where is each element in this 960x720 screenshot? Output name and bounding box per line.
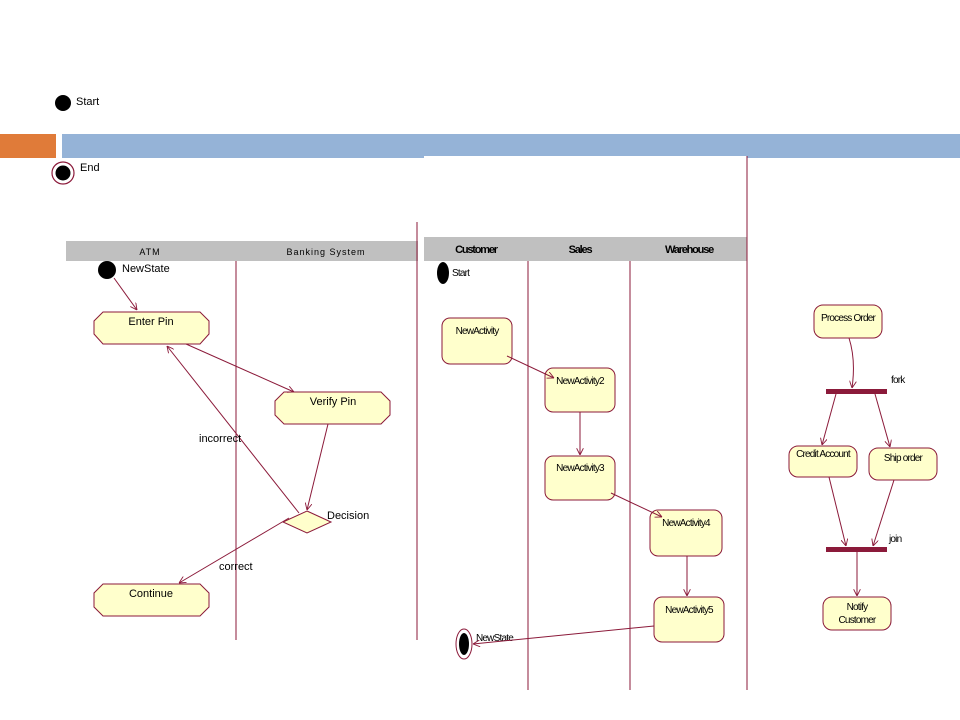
flow-fork-to-ship: [874, 393, 890, 447]
flow-act1-to-act2: [506, 355, 554, 378]
activity-5-node: [653, 596, 725, 643]
activity-4-label: NewActivity4: [662, 518, 711, 529]
sales-start-label: Start: [452, 268, 470, 279]
activity-2-label: NewActivity2: [556, 376, 605, 387]
enter-pin-node: [93, 311, 210, 345]
flow-process-to-fork: [848, 337, 853, 388]
fork-label: fork: [891, 375, 906, 386]
continue-label: Continue: [129, 588, 173, 600]
flow-enter-to-verify: [185, 343, 294, 392]
flow-decision-incorrect: [167, 346, 300, 514]
verify-pin-node: [274, 391, 391, 425]
notify-customer-node: [822, 596, 892, 631]
sales-lane-header: [424, 237, 747, 261]
start-legend-label: Start: [76, 96, 99, 108]
enter-pin-label: Enter Pin: [128, 316, 173, 328]
atm-lane-header: [66, 241, 418, 261]
flow-credit-to-join: [828, 476, 846, 546]
flow-initial-to-enter-pin: [113, 277, 137, 310]
ship-order-label: Ship order: [884, 453, 924, 464]
flow-fork-to-credit: [822, 393, 837, 445]
process-order-node: [813, 304, 883, 339]
activity-1-node: [441, 317, 513, 365]
sales-final-state-inner: [459, 633, 469, 655]
atm-initial-state-label: NewState: [122, 263, 170, 275]
activity-2-node: [544, 367, 616, 413]
fork-bar: [826, 389, 887, 394]
notify-customer-label-2: Customer: [839, 615, 877, 626]
header-bar: [62, 134, 960, 158]
guard-incorrect-label: incorrect: [199, 433, 241, 445]
atm-initial-state: [98, 261, 116, 279]
activity-3-node: [544, 455, 616, 501]
sales-diagram-frame: [424, 156, 747, 236]
credit-account-node: [788, 445, 858, 478]
decision-node: [281, 510, 333, 534]
banking-lane-label: Banking System: [286, 247, 365, 257]
flow-act3-to-act4: [610, 492, 662, 517]
activity-4-node: [649, 509, 723, 557]
customer-lane-label: Customer: [455, 244, 499, 256]
flow-decision-correct: [179, 517, 290, 583]
flow-ship-to-join: [873, 479, 895, 546]
process-order-label: Process Order: [821, 313, 877, 324]
start-legend-icon: [55, 95, 71, 111]
join-label: join: [888, 534, 902, 545]
atm-lane-label: ATM: [139, 247, 160, 257]
verify-pin-label: Verify Pin: [310, 396, 356, 408]
activity-1-label: NewActivity: [456, 326, 500, 337]
sales-lane-label: Sales: [569, 244, 593, 256]
end-legend-inner-icon: [55, 165, 71, 181]
notify-customer-label-1: Notify: [847, 602, 869, 613]
continue-node: [93, 583, 210, 617]
ship-order-node: [868, 447, 938, 481]
decision-label: Decision: [327, 510, 369, 522]
activity-3-label: NewActivity3: [556, 463, 605, 474]
credit-account-label: Credit Account: [796, 449, 851, 460]
flow-act5-to-final: [473, 625, 655, 644]
join-bar: [826, 547, 887, 552]
activity-5-label: NewActivity5: [665, 605, 714, 616]
guard-correct-label: correct: [219, 561, 253, 573]
sales-start-state: [437, 262, 449, 284]
end-legend-label: End: [80, 162, 100, 174]
accent-block: [0, 134, 56, 158]
flow-verify-to-decision: [307, 423, 329, 510]
sales-final-state-label: NewState: [476, 633, 514, 644]
warehouse-lane-label: Warehouse: [665, 244, 714, 256]
